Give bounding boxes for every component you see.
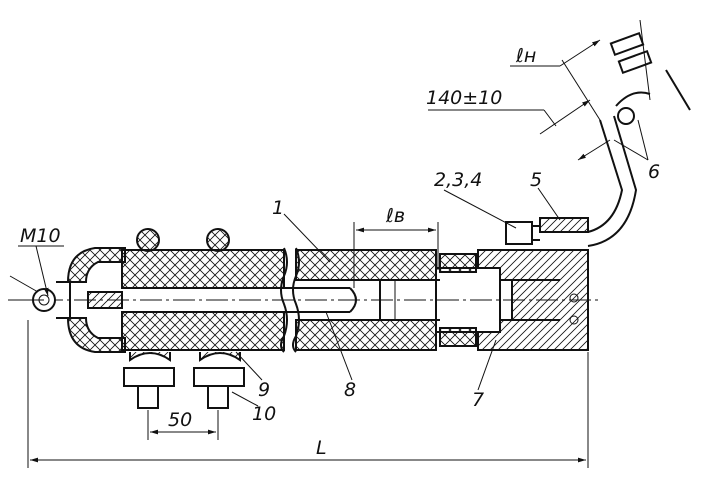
callout-7: 7 [472,389,484,411]
bolt [123,352,175,409]
ferrule [435,249,589,351]
end-cap [56,247,126,353]
dimension-lines [18,39,649,468]
insulator-tube-upper-right [295,249,437,281]
callout-6: 6 [648,161,660,183]
tolerance-dimension-label: 140±10 [426,87,502,109]
thread-label: M10 [20,225,61,247]
clamp [505,217,589,245]
callout-2-3-4: 2,3,4 [434,169,482,191]
ring [206,228,230,252]
callout-10: 10 [252,403,276,425]
insulator-tube-lower-left [121,311,285,351]
lower-length-label: ℓн [515,45,536,67]
break-line [280,247,288,353]
insulator-tube-upper-left [121,249,285,289]
upper-length-label: ℓв [385,205,405,227]
bolt-spacing-label: 50 [168,409,192,431]
callout-9: 9 [258,379,270,401]
bolt [193,352,245,409]
callout-5: 5 [530,169,542,191]
callout-8: 8 [344,379,356,401]
ring [136,228,160,252]
inner-rod [87,279,440,321]
bent-wire [587,19,691,247]
overall-length-label: L [316,437,327,459]
eye-terminal [9,275,56,312]
callout-1: 1 [272,197,284,219]
insulator-tube-lower-right [295,319,437,351]
